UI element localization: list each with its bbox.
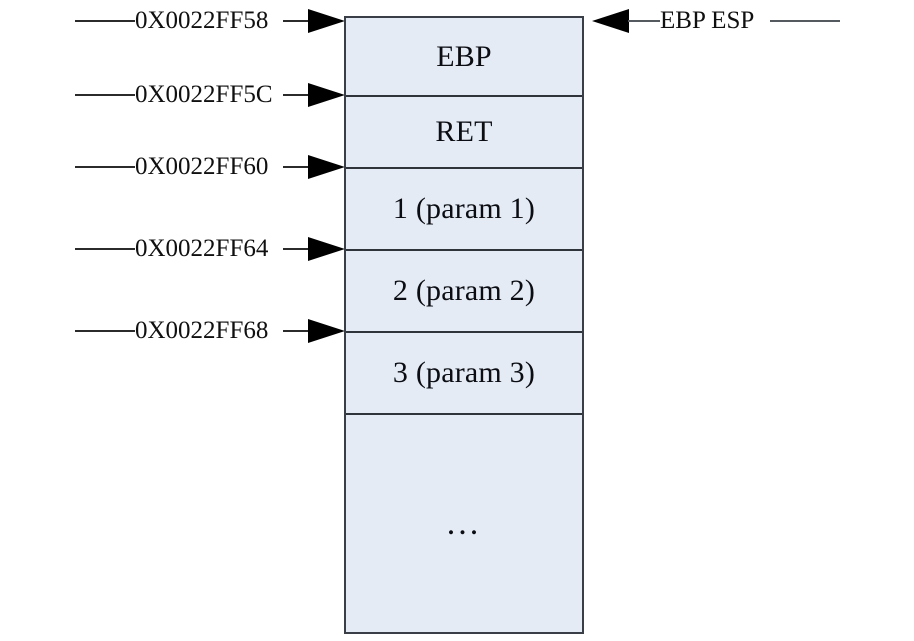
address-label-1: 0X0022FF58 (135, 7, 269, 34)
stack-cell-label: 2 (param 2) (392, 274, 536, 307)
register-pointer-label: EBP ESP (660, 7, 755, 34)
pointer-line-segment (628, 20, 660, 22)
address-label-4: 0X0022FF64 (135, 235, 269, 262)
stack-cell-label: RET (435, 115, 493, 148)
pointer-line-segment (283, 166, 311, 168)
stack-cell-label: EBP (436, 39, 492, 73)
stack-cell-ebp: EBP (346, 18, 582, 95)
pointer-line-segment (283, 20, 311, 22)
stack-cell-ellipsis: ... (346, 415, 582, 632)
pointer-line-segment (75, 20, 135, 22)
pointer-line-segment (283, 248, 311, 250)
pointer-line-segment (75, 248, 135, 250)
address-label-5: 0X0022FF68 (135, 317, 269, 344)
stack-cell-label: 1 (param 1) (392, 192, 536, 225)
stack-cell-label: 3 (param 3) (392, 356, 536, 389)
stack-cell-label: ... (446, 504, 482, 542)
address-label-3: 0X0022FF60 (135, 153, 269, 180)
arrow-right-icon (308, 155, 345, 179)
pointer-line-segment (75, 94, 135, 96)
stack-cell-param1: 1 (param 1) (346, 169, 582, 249)
cell-divider (346, 331, 582, 333)
cell-divider (346, 95, 582, 97)
pointer-line-segment (75, 330, 135, 332)
cell-divider (346, 249, 582, 251)
cell-divider (346, 413, 582, 415)
stack-cell-param2: 2 (param 2) (346, 251, 582, 331)
arrow-right-icon (308, 9, 345, 33)
arrow-left-icon (592, 9, 629, 33)
stack-cell-param3: 3 (param 3) (346, 333, 582, 413)
arrow-right-icon (308, 237, 345, 261)
arrow-right-icon (308, 83, 345, 107)
address-label-2: 0X0022FF5C (135, 81, 273, 108)
pointer-line-segment (283, 94, 311, 96)
stack-cell-ret: RET (346, 97, 582, 167)
pointer-line-segment (75, 166, 135, 168)
stack-frame-box: EBP RET 1 (param 1) 2 (param 2) 3 (param… (344, 16, 584, 634)
pointer-line-segment (283, 330, 311, 332)
arrow-right-icon (308, 319, 345, 343)
pointer-line-segment (770, 20, 840, 22)
cell-divider (346, 167, 582, 169)
